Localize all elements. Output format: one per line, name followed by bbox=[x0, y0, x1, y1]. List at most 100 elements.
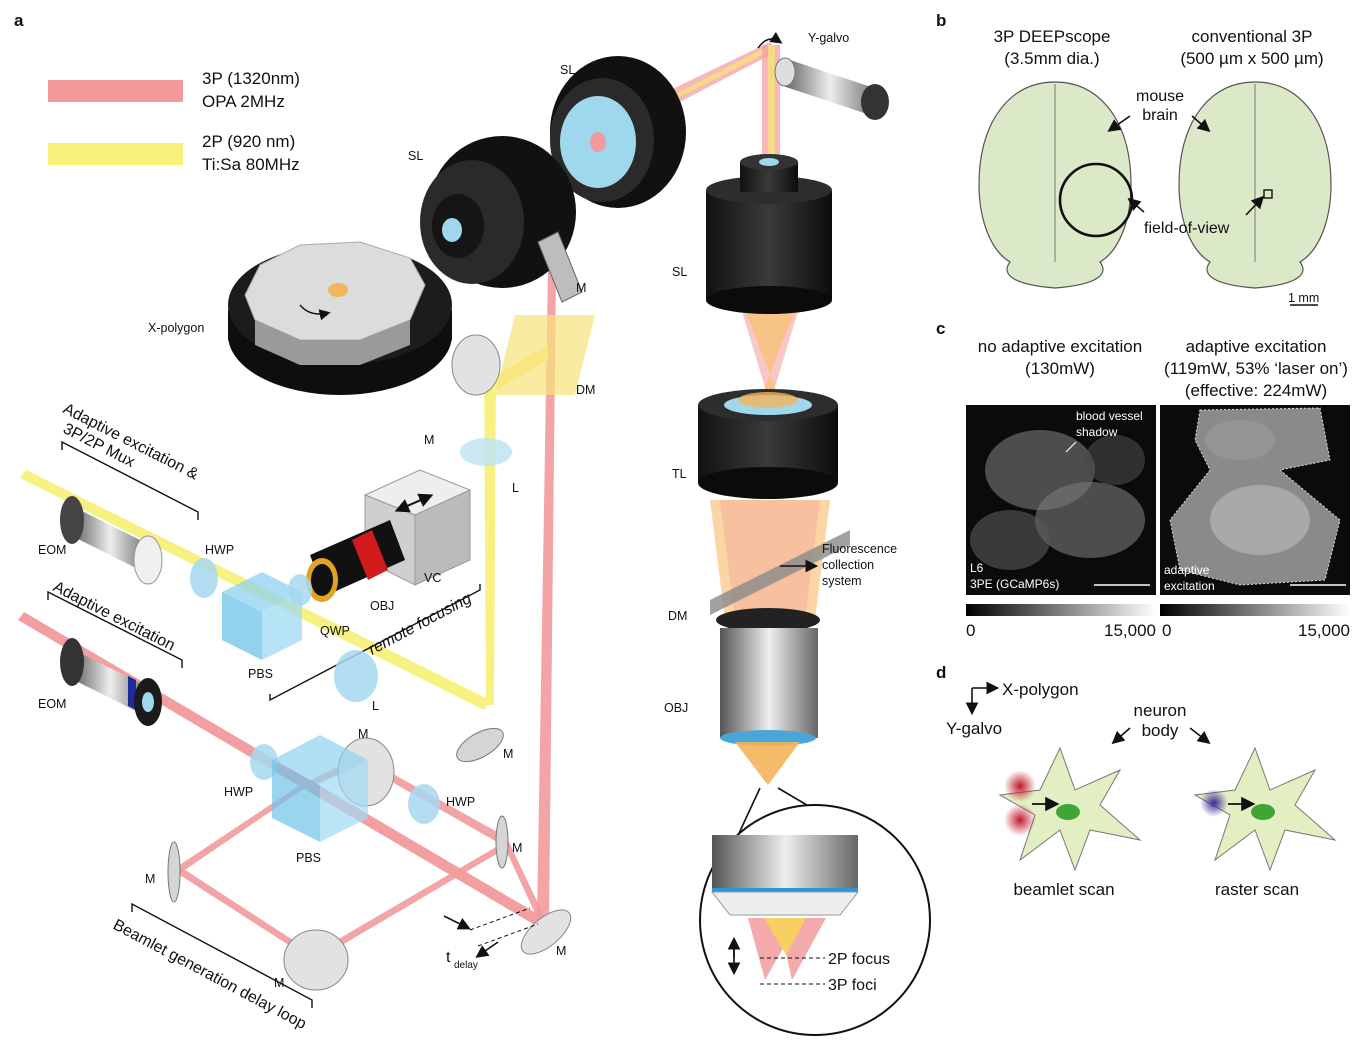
c-vessel-2: shadow bbox=[1076, 425, 1118, 439]
legend-2p-line2: Ti:Sa 80MHz bbox=[202, 155, 300, 174]
mouse-brain-left bbox=[978, 81, 1134, 289]
eom-top bbox=[60, 496, 163, 585]
panel-label-c: c bbox=[936, 319, 945, 338]
mirror-yellow bbox=[456, 727, 504, 763]
arrow-neuron-left bbox=[1111, 727, 1131, 745]
label-x-polygon: X-polygon bbox=[148, 321, 204, 335]
mouse-brain-right bbox=[1178, 81, 1332, 289]
dichroic-upper bbox=[495, 315, 595, 395]
hwp-right bbox=[408, 784, 440, 824]
label-obj-left: OBJ bbox=[370, 599, 394, 613]
c-right-title-2: (119mW, 53% ‘laser on’) bbox=[1164, 359, 1348, 378]
remote-focus-bracket bbox=[269, 584, 481, 702]
lens-lower bbox=[334, 650, 378, 702]
label-t-delay: t bbox=[446, 949, 451, 966]
c-cb-min-left: 0 bbox=[966, 621, 975, 640]
arrow-fov-right bbox=[1245, 195, 1265, 216]
label-fluorescence-3: system bbox=[822, 574, 862, 588]
group-bracket-1 bbox=[61, 440, 199, 520]
label-sl-right: SL bbox=[672, 265, 687, 279]
label-m-right: M bbox=[512, 841, 522, 855]
c-left-title-2: (130mW) bbox=[1025, 359, 1095, 378]
image-adaptive bbox=[1160, 405, 1350, 595]
mirror-mid bbox=[451, 334, 501, 396]
scan-lens-left bbox=[420, 136, 576, 288]
legend-2p-line1: 2P (920 nm) bbox=[202, 132, 295, 151]
c-vessel-1: blood vessel bbox=[1076, 409, 1143, 423]
y-galvo-component bbox=[757, 32, 889, 120]
c-right-title-3: (effective: 224mW) bbox=[1185, 381, 1327, 400]
legend-3p-line1: 3P (1320nm) bbox=[202, 69, 300, 88]
label-m-center: M bbox=[358, 727, 368, 741]
label-fluorescence-2: collection bbox=[822, 558, 874, 572]
pbs-bottom bbox=[272, 735, 368, 842]
neuron-raster bbox=[1193, 746, 1337, 872]
label-m-final: M bbox=[556, 944, 566, 958]
label-t-delay-sub: delay bbox=[454, 960, 478, 971]
c-cb-min-right: 0 bbox=[1162, 621, 1171, 640]
label-m-upper: M bbox=[576, 281, 586, 295]
label-m-mid: M bbox=[424, 433, 434, 447]
label-l-lower: L bbox=[372, 699, 379, 713]
tube-lens bbox=[698, 389, 838, 499]
qwp bbox=[288, 574, 312, 606]
label-pbs-bottom: PBS bbox=[296, 851, 321, 865]
c-right-title-1: adaptive excitation bbox=[1186, 337, 1327, 356]
legend-3p-line2: OPA 2MHz bbox=[202, 92, 285, 111]
d-y-galvo: Y-galvo bbox=[946, 719, 1002, 738]
label-m-left: M bbox=[145, 872, 155, 886]
label-fluorescence-1: Fluorescence bbox=[822, 542, 897, 556]
b-mouse-1: mouse bbox=[1136, 88, 1184, 105]
lens-upper bbox=[460, 438, 512, 466]
d-neuron-1: neuron bbox=[1134, 701, 1187, 720]
c-cb-max-right: 15,000 bbox=[1298, 621, 1350, 640]
b-scale: 1 mm bbox=[1288, 291, 1319, 305]
hwp-top bbox=[190, 558, 218, 598]
label-eom-bottom: EOM bbox=[38, 697, 66, 711]
colorbar-left bbox=[966, 604, 1156, 616]
label-hwp-left: HWP bbox=[224, 785, 253, 799]
arrow-neuron-right bbox=[1189, 727, 1211, 744]
legend-3p-swatch bbox=[48, 80, 183, 102]
mirror-right bbox=[495, 815, 509, 869]
b-mouse-2: brain bbox=[1142, 107, 1178, 124]
label-dm-upper: DM bbox=[576, 383, 595, 397]
arrow-vessel bbox=[1065, 441, 1077, 453]
label-3p-foci: 3P foci bbox=[828, 977, 877, 994]
label-pbs-top: PBS bbox=[248, 667, 273, 681]
eom-bottom bbox=[60, 638, 162, 726]
d-raster: raster scan bbox=[1215, 880, 1299, 899]
panel-label-a: a bbox=[14, 11, 24, 30]
colorbar-right bbox=[1160, 604, 1350, 616]
arrow-mouse-left bbox=[1107, 115, 1131, 132]
label-tl: TL bbox=[672, 467, 687, 481]
scan-lens-top bbox=[550, 56, 686, 208]
label-vc: VC bbox=[424, 571, 441, 585]
panel-label-d: d bbox=[936, 663, 946, 682]
d-x-polygon: X-polygon bbox=[1002, 680, 1079, 699]
panel-label-b: b bbox=[936, 11, 946, 30]
mirror-upper bbox=[537, 231, 583, 303]
c-adaptive-2: excitation bbox=[1164, 579, 1215, 593]
legend-2p-swatch bbox=[48, 143, 183, 165]
d-beamlet: beamlet scan bbox=[1013, 880, 1114, 899]
label-2p-focus: 2P focus bbox=[828, 951, 890, 968]
image-no-adaptive bbox=[966, 405, 1156, 595]
b-left-title-2: (3.5mm dia.) bbox=[1004, 49, 1099, 68]
label-obj-right: OBJ bbox=[664, 701, 688, 715]
pbs-top bbox=[222, 572, 302, 660]
mirror-final bbox=[520, 909, 572, 955]
dichroic-lower bbox=[710, 530, 850, 615]
focus-zoom-circle bbox=[699, 787, 931, 1036]
neuron-beamlet bbox=[998, 746, 1142, 872]
label-eom-top: EOM bbox=[38, 543, 66, 557]
b-fov: field-of-view bbox=[1144, 220, 1230, 237]
label-y-galvo: Y-galvo bbox=[808, 31, 849, 45]
label-qwp: QWP bbox=[320, 624, 350, 638]
label-m-yellow: M bbox=[503, 747, 513, 761]
scan-axes-icon bbox=[965, 681, 1000, 716]
scan-lens-right bbox=[706, 154, 832, 314]
arrow-fov-left bbox=[1127, 197, 1145, 213]
mirror-bottom bbox=[283, 929, 349, 991]
label-hwp-top: HWP bbox=[205, 543, 234, 557]
